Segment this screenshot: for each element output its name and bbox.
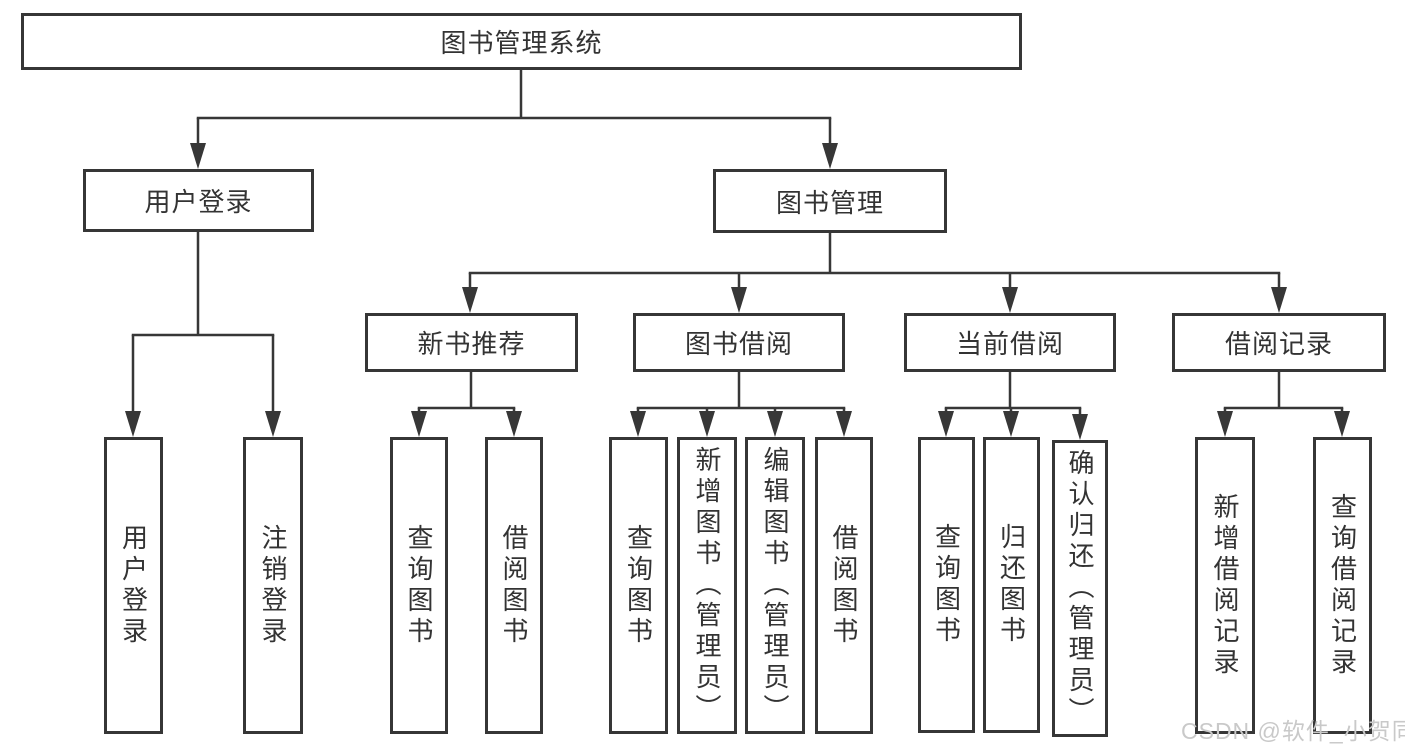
leaf-bb-add-books-admin: 新增图书（管理员） <box>677 437 737 734</box>
node-book-management: 图书管理 <box>713 169 947 233</box>
node-library-system: 图书管理系统 <box>21 13 1022 70</box>
node-current-borrow: 当前借阅 <box>904 313 1116 372</box>
leaf-nb-query-books: 查询图书 <box>390 437 448 734</box>
leaf-bb-query-books: 查询图书 <box>609 437 668 734</box>
leaf-logout-login: 注销登录 <box>243 437 303 734</box>
leaf-br-add-record: 新增借阅记录 <box>1195 437 1255 734</box>
node-book-borrow: 图书借阅 <box>633 313 845 372</box>
node-user-login: 用户登录 <box>83 169 314 232</box>
node-new-book-recommend: 新书推荐 <box>365 313 578 372</box>
leaf-nb-borrow-books: 借阅图书 <box>485 437 543 734</box>
leaf-bb-edit-books-admin: 编辑图书（管理员） <box>745 437 805 734</box>
leaf-bb-borrow-books: 借阅图书 <box>815 437 873 734</box>
leaf-cb-confirm-return-admin: 确认归还（管理员） <box>1052 440 1108 737</box>
leaf-br-query-record: 查询借阅记录 <box>1313 437 1372 734</box>
leaf-cb-return-books: 归还图书 <box>983 437 1040 733</box>
leaf-cb-query-books: 查询图书 <box>918 437 975 733</box>
watermark: CSDN @软件_小贺同学 <box>1181 718 1405 744</box>
leaf-user-login: 用户登录 <box>104 437 163 734</box>
node-borrow-records: 借阅记录 <box>1172 313 1386 372</box>
